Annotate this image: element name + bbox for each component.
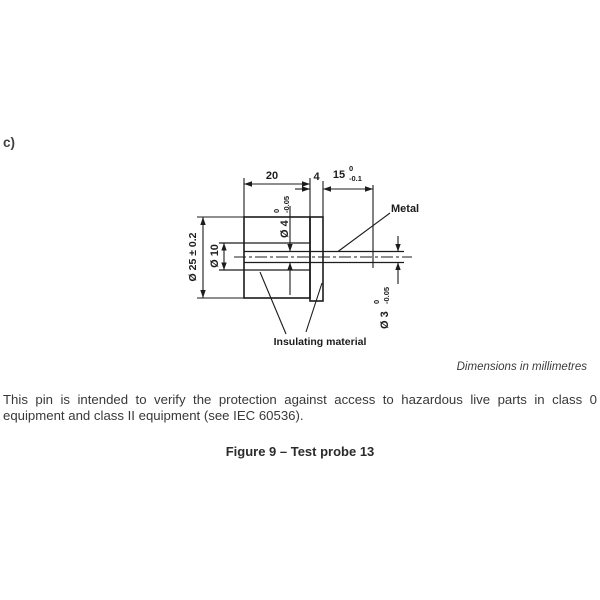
dim-body-dia: Ø 25 ± 0.2	[187, 232, 199, 281]
dimensions-note: Dimensions in millimetres	[456, 361, 587, 373]
paragraph-line-2: equipment and class II equipment (see IE…	[3, 407, 304, 423]
probe-outline	[219, 216, 404, 302]
dim-body-dia-group: Ø 25 ± 0.2	[187, 232, 199, 281]
metal-leader-line	[337, 212, 391, 252]
dim-inner-dia: Ø 10	[209, 244, 221, 268]
dim-body-width: 20	[266, 170, 278, 182]
dim-pin-dia: Ø 3	[379, 311, 391, 329]
body-paragraph: This pin is intended to verify the prote…	[3, 392, 597, 423]
dim-hole-dia: Ø 4	[279, 219, 291, 238]
dim-hole-dia-group: Ø 4 0 -0.05	[272, 196, 291, 238]
label-insulating-material: Insulating material	[274, 336, 367, 348]
dim-pin-length-tol-upper: 0	[349, 164, 353, 173]
insulating-leader-line-2	[305, 282, 323, 333]
dim-pin-dia-tol-upper: 0	[372, 300, 381, 304]
dim-hole-dia-tol-lower: -0.05	[282, 196, 291, 213]
list-item-marker: c)	[3, 135, 16, 150]
dimension-lines	[197, 178, 412, 335]
dimension-arrowheads	[200, 181, 401, 298]
dim-pin-dia-tol-lower: -0.05	[382, 287, 391, 304]
dim-pin-dia-group: Ø 3 0 -0.05	[372, 287, 391, 329]
dim-inner-dia-group: Ø 10	[209, 244, 221, 268]
dim-flange-width: 4	[313, 171, 320, 183]
dim-hole-dia-tol-upper: 0	[272, 209, 281, 213]
label-metal: Metal	[391, 203, 419, 215]
insulating-leader-line-1	[259, 271, 287, 335]
paragraph-line-1: This pin is intended to verify the prote…	[3, 392, 597, 407]
dim-pin-length-tol-lower: -0.1	[349, 174, 362, 183]
drawing-text: 20 4 15 0 -0.1 Ø 4 0 -0.05 Ø 25 ± 0.2 Ø …	[187, 164, 419, 348]
figure-caption: Figure 9 – Test probe 13	[225, 444, 375, 459]
flange-outline	[309, 216, 324, 302]
dim-pin-length: 15	[333, 169, 345, 181]
